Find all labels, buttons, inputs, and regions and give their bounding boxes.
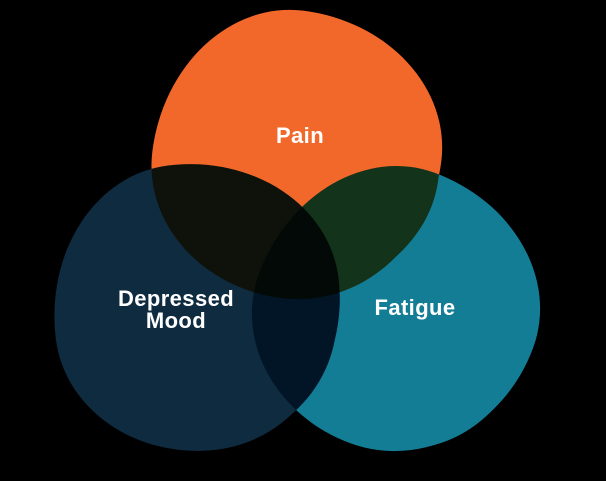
depressed-mood-label-line-2: Mood (145, 308, 207, 333)
depressed-mood-label: Depressed Mood (118, 288, 234, 332)
pain-label: Pain (275, 123, 325, 148)
fatigue-label: Fatigue (374, 295, 456, 320)
depressed-mood-label-line-1: Depressed (117, 286, 235, 311)
